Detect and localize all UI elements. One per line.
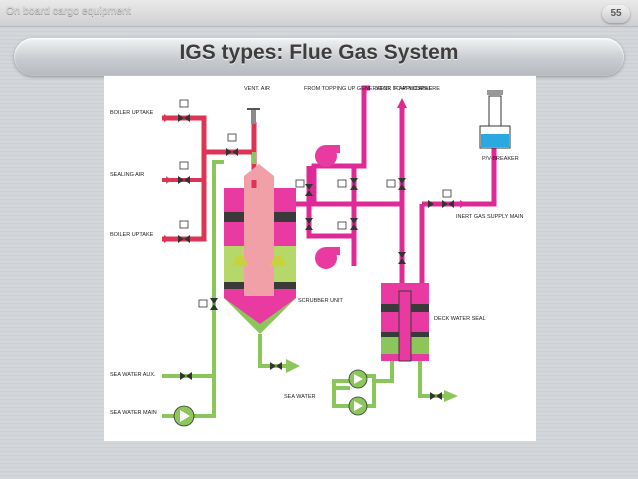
- label-inert-gas-supply: INERT GAS SUPPLY MAIN: [456, 214, 523, 220]
- flue-gas-system-diagram: BOILER UPTAKE SEALING AIR BOILER UPTAKE …: [104, 76, 536, 441]
- water-piping: [162, 152, 444, 418]
- vent-air-pipe: [251, 108, 256, 124]
- label-vent-air: VENT. AIR: [244, 86, 270, 92]
- label-scrubber-unit: SCRUBBER UNIT: [298, 298, 344, 304]
- title-banner: [14, 38, 624, 76]
- slide-title: IGS types: Flue Gas System: [179, 41, 459, 64]
- label-pv-breaker: P/V-BREAKER: [482, 156, 519, 162]
- label-from-topping-up: FROM TOPPING UP GENERATOR IF APPLICABLE: [304, 86, 433, 92]
- label-sealing-air: SEALING AIR: [110, 172, 144, 178]
- water-valves: [180, 298, 458, 402]
- label-deck-water-seal: DECK WATER SEAL: [434, 316, 486, 322]
- diagram-svg: BOILER UPTAKE SEALING AIR BOILER UPTAKE …: [110, 85, 523, 427]
- blowers: [315, 145, 340, 269]
- vent-atmosphere-arrow: [397, 98, 407, 108]
- scrubber-unit: [224, 164, 296, 334]
- deck-water-seal: [381, 283, 429, 362]
- pv-breaker: [479, 90, 511, 149]
- label-sea-water-main: SEA WATER MAIN: [110, 410, 157, 416]
- diagram-labels: BOILER UPTAKE SEALING AIR BOILER UPTAKE …: [110, 86, 523, 416]
- inert-gas-valves: [295, 178, 466, 264]
- label-vent-to-atmosphere: VENT. TO ATMOSPHERE: [376, 86, 440, 92]
- page-number-badge: 55: [602, 5, 630, 23]
- flue-gas-valves: [178, 99, 238, 243]
- label-boiler-uptake-1: BOILER UPTAKE: [110, 110, 154, 116]
- header-bar: On board cargo equipment 55: [0, 0, 638, 27]
- label-boiler-uptake-2: BOILER UPTAKE: [110, 232, 154, 238]
- label-sea-water-aux: SEA WATER AUX.: [110, 372, 156, 378]
- course-title: On board cargo equipment: [6, 5, 131, 17]
- label-sea-water: SEA WATER: [284, 394, 316, 400]
- pumps: [173, 369, 368, 427]
